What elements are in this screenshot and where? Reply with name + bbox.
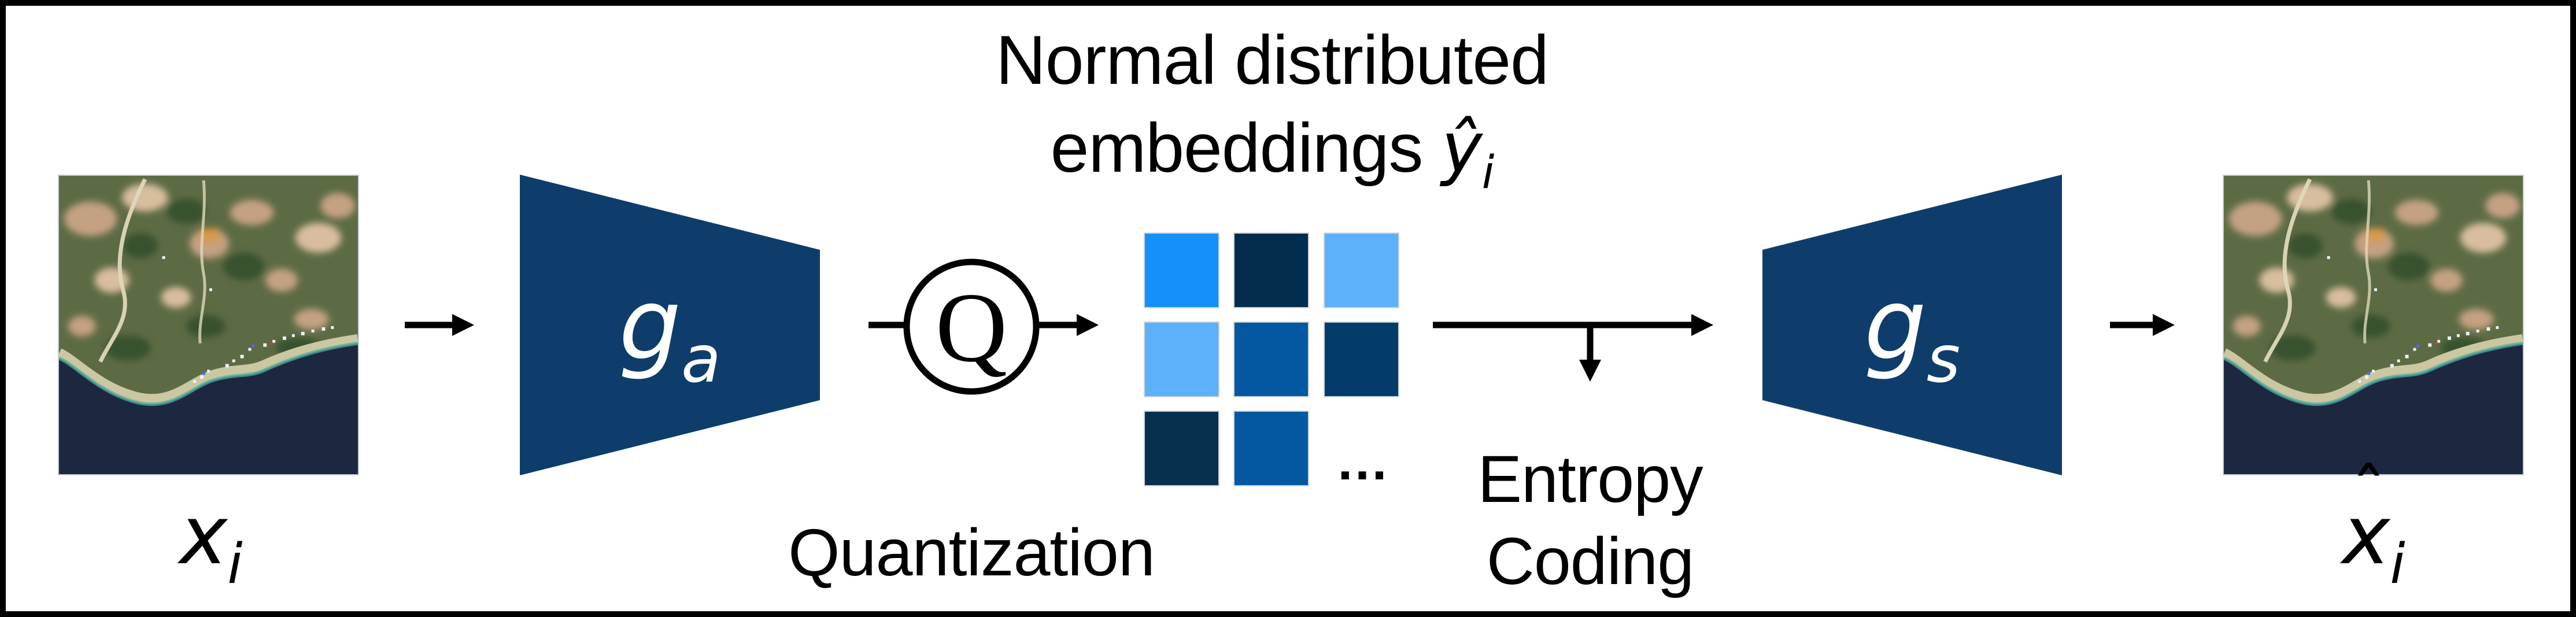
decoder-label: gs [1762,175,2062,475]
decoder-shape [1762,175,2062,475]
embeddings-to-decoder-arrow [1433,314,1713,382]
figure-title-line2: embeddings ŷi [1050,108,1495,199]
entropy-coding-caption: Entropy Coding [1477,442,1703,598]
quantizer-circle [903,258,1040,395]
embeddings-symbol: ŷi [1441,108,1495,199]
decoder-symbol: gs [1864,268,1961,397]
embedding-cell-r1c1 [1144,232,1219,308]
embedding-cell-r1c3 [1324,232,1399,308]
quantization-caption: Quantization [788,516,1155,590]
input-satellite-image [58,175,359,475]
figure-title-line1: Normal distributed [996,21,1549,99]
quantizer-output-arrow [1038,314,1099,336]
encoder-label: ga [520,175,820,475]
embedding-cell-r2c3 [1324,322,1399,397]
embedding-cell-r2c1 [1144,322,1219,397]
output-satellite-image [2223,175,2524,475]
embedding-cell-r3c1 [1144,411,1219,486]
input-label: xi [179,489,243,596]
encoder-symbol: ga [619,268,721,397]
input-arrow [405,314,474,336]
embedding-cell-r3c2 [1233,411,1309,486]
figure-title: Normal distributed embeddings ŷi [922,16,1622,199]
embedding-cell-r2c2 [1233,322,1309,397]
hat-accent: ˆ [2351,455,2386,535]
quantizer-symbol: Q [935,272,1008,383]
output-arrow [2110,314,2175,336]
encoder-shape [520,175,820,475]
embedding-cell-r1c2 [1233,232,1309,308]
